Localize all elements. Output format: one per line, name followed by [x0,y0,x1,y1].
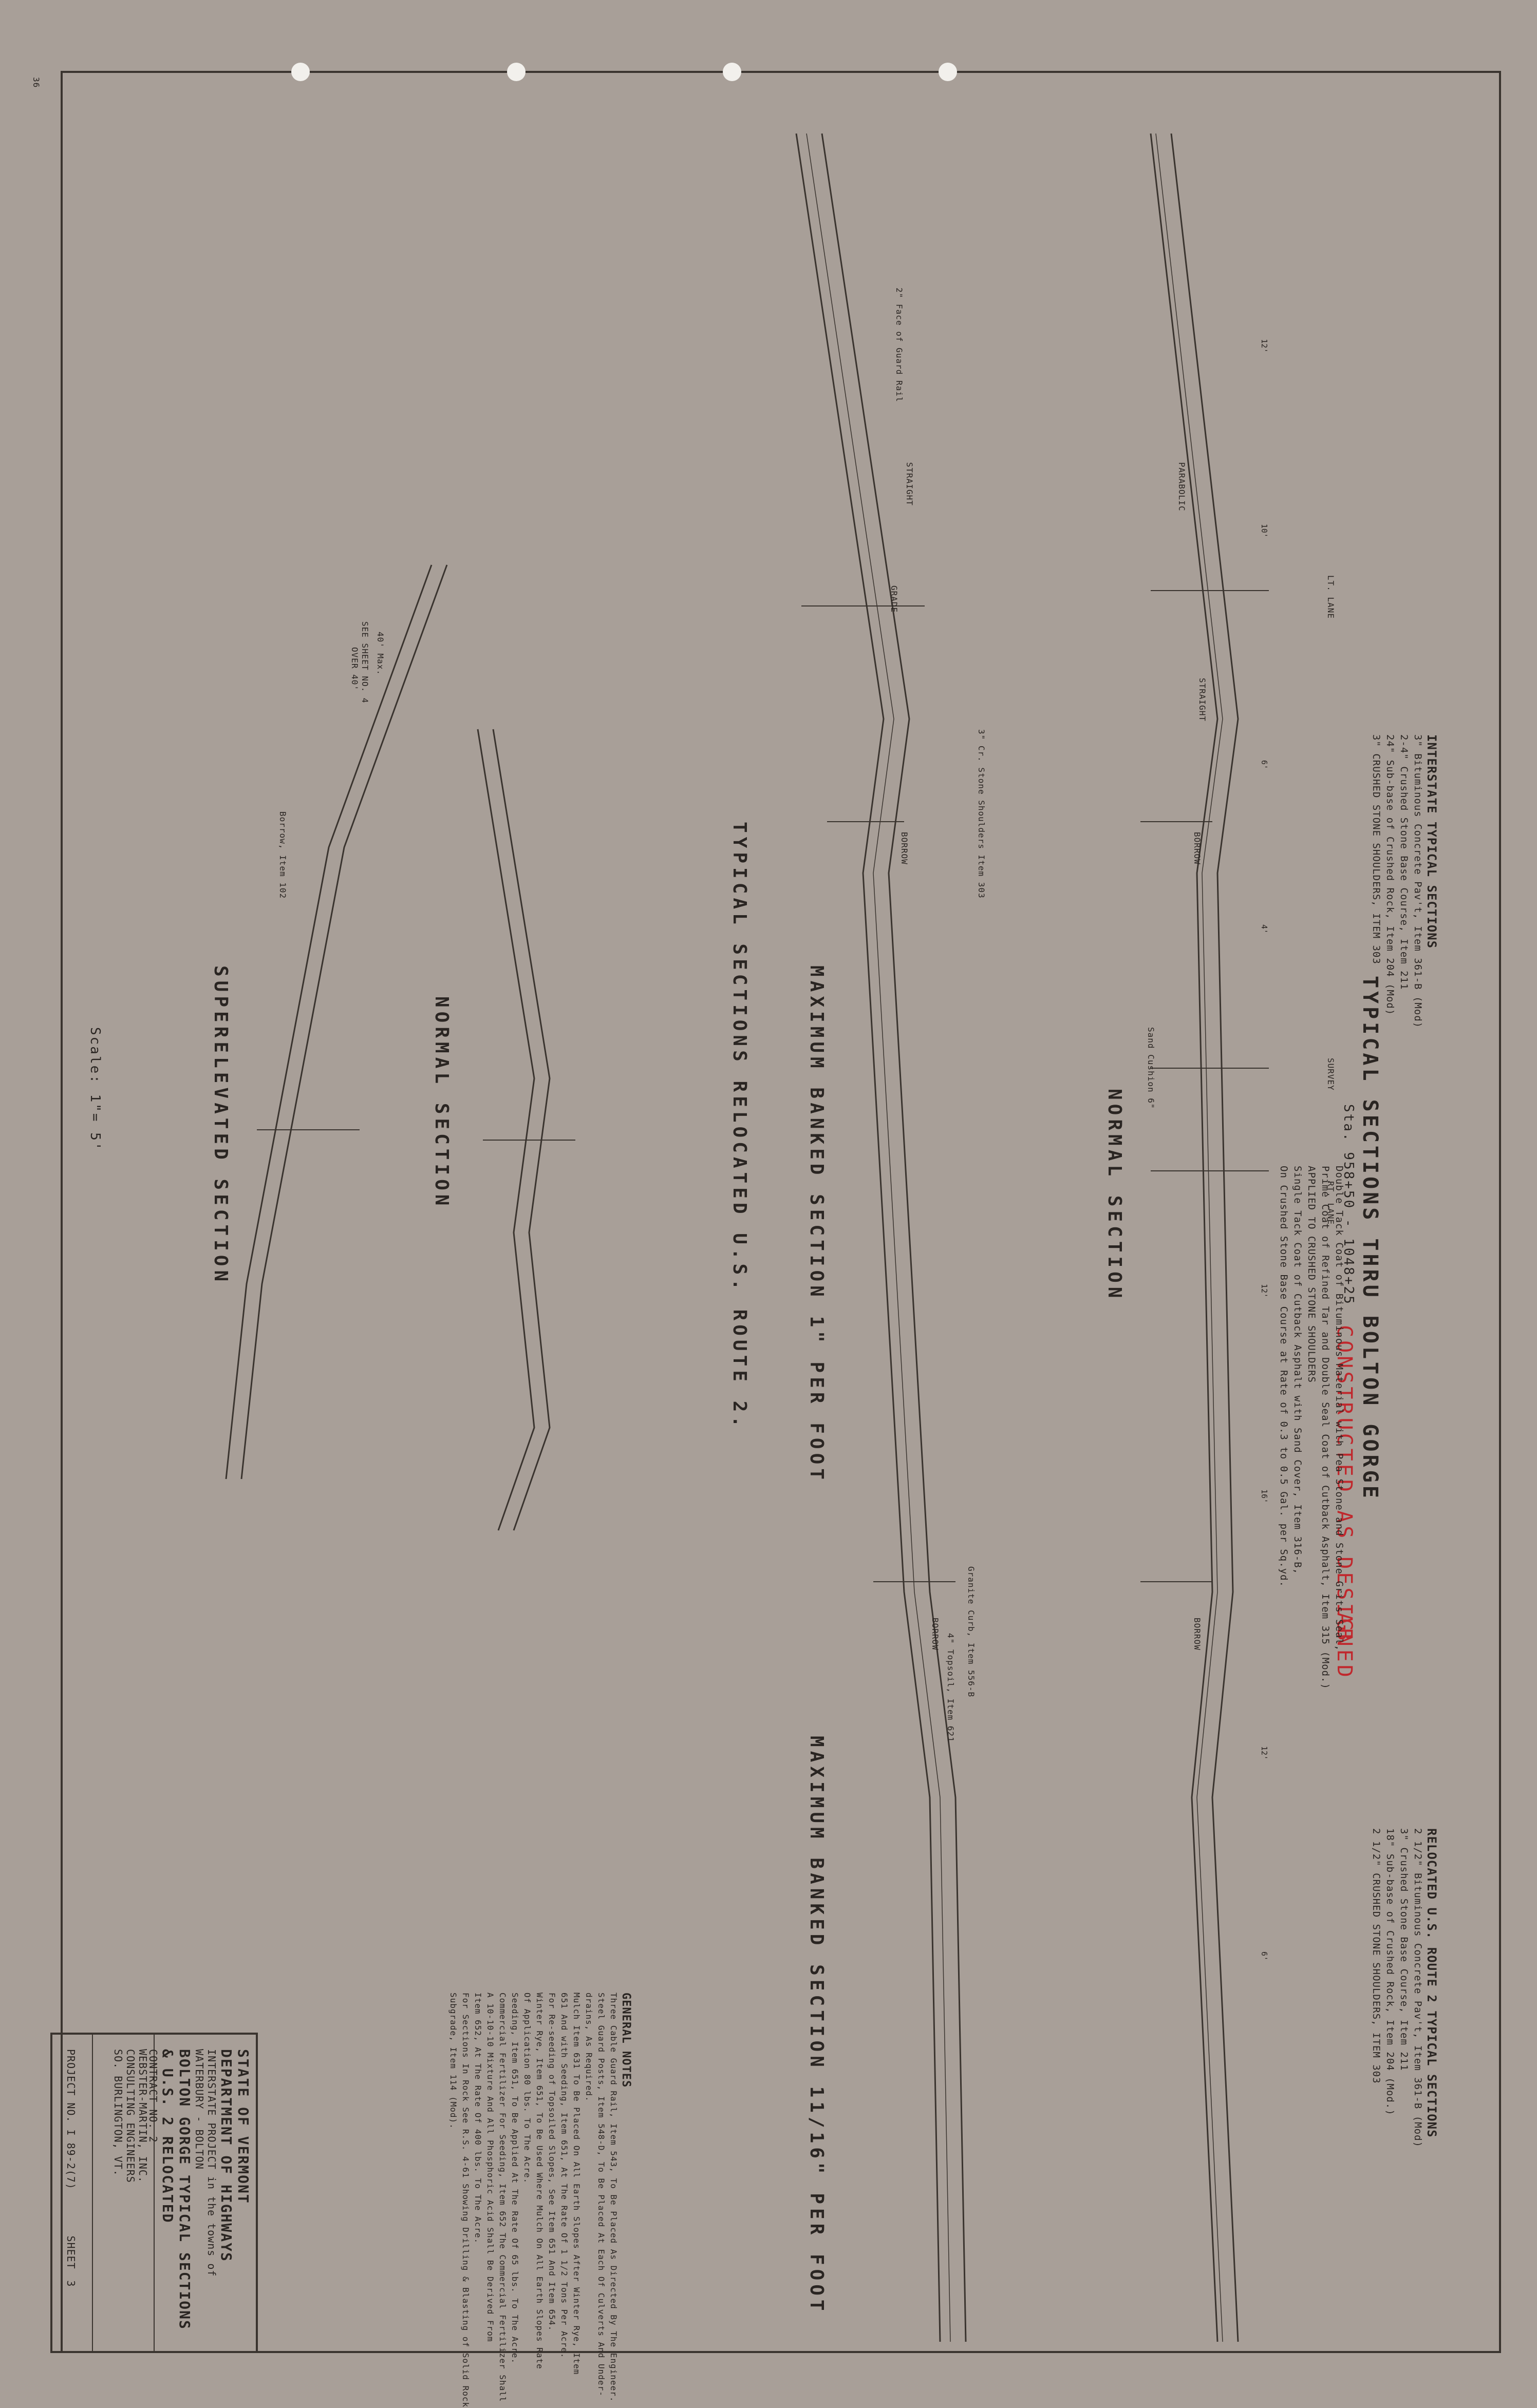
rt-lane-label: RT. LANE [1326,1181,1336,1225]
tack-line: On Crushed Stone Base Course at Rate of … [1278,1166,1289,1587]
interstate-line: 3" CRUSHED STONE SHOULDERS, ITEM 303 [1371,734,1382,964]
straight-label: STRAIGHT [905,462,914,506]
tack-line: Double Tack Coat of Bituminous Material … [1334,1166,1345,1652]
general-note-line: Item 652, At The Rate Of 400 lbs. To The… [473,1993,483,2244]
lt-lane-label: LT. LANE [1326,575,1336,619]
dim-label: 4' [1260,924,1269,934]
tb-sheet-no: 3 [65,2280,77,2287]
general-note-line: Three Cable Guard Rail, Item 543, To Be … [609,1993,618,2402]
dim-label: 12' [1260,1284,1269,1298]
us2-heading: RELOCATED U.S. ROUTE 2 TYPICAL SECTIONS [1424,1828,1439,2138]
general-note-line: For Sections In Rock See R.S. 4-61 Showi… [461,1993,471,2408]
tb-consultant: WEBSTER-MARTIN, INC. [137,2049,149,2183]
granite-curb-label: Granite Curb, Item 556-B [966,1566,976,1698]
general-note-line: A 10-10-10 Mixture And All Phosphoric Ac… [485,1993,495,2342]
max-banked-title-2: MAXIMUM BANKED SECTION 11/16" PER FOOT [806,1736,827,2315]
general-note-line: 651 And with Seeding, Item 651, At The R… [559,1993,569,2359]
general-note-line: Seeding, Item 651, To Be Applied At The … [510,1993,520,2364]
us2-line: 3" Crushed Stone Base Course, Item 211 [1398,1828,1410,2071]
see-sheet-label: SEE SHEET NO. 4 [360,621,370,704]
interstate-block: INTERSTATE TYPICAL SECTIONS 3" Bituminou… [1369,734,1439,1029]
dim-label: 6' [1260,1951,1269,1961]
dim-label: 12' [1260,1746,1269,1760]
dim-label: 10' [1260,524,1269,538]
superelevated-title: SUPERELEVATED SECTION [210,965,231,1286]
general-notes-heading: GENERAL NOTES [620,1993,632,2088]
over-40-label: OVER 40' [350,647,360,691]
tb-state: STATE OF VERMONT [235,2049,252,2204]
survey-label: SURVEY [1326,1058,1336,1091]
sheet-border [61,71,1501,2353]
dim-label: 16' [1260,1489,1269,1504]
drawing-title: TYPICAL SECTIONS THRU BOLTON GORGE [1358,976,1382,1501]
tack-line: Single Tack Coat of Cutback Asphalt with… [1292,1166,1303,1575]
us2-block: RELOCATED U.S. ROUTE 2 TYPICAL SECTIONS … [1369,1828,1439,2148]
title-block-project: PROJECT NO. I 89-2(7) SHEET 3 [65,2049,77,2287]
punch-hole [291,63,310,81]
us2-line: 18" Sub-base of Crushed Rock, Item 204 (… [1384,1828,1396,2116]
borrow-label: BORROW [1192,832,1202,865]
borrow-label: BORROW [1192,1618,1202,1651]
title-block-consultant: WEBSTER-MARTIN, INC. CONSULTING ENGINEER… [112,2049,149,2183]
parabolic-label: PARABOLIC [1177,462,1187,511]
superelevated-section-profile [225,564,448,1480]
tb-towns: WATERBURY - BOLTON [193,2049,205,2170]
tb-sheet-label: SHEET [65,2235,77,2269]
general-note-line: Mulch Item 631 To Be Placed On All Earth… [572,1993,582,2375]
us2-typical-title: TYPICAL SECTIONS RELOCATED U.S. ROUTE 2. [729,822,750,1431]
max-banked-section-profile [795,133,967,2342]
tb-project-no: PROJECT NO. I 89-2(7) [65,2049,77,2190]
punch-hole [723,63,741,81]
tack-line: Prime Coat of Refined Tar and Double Sea… [1320,1166,1331,1690]
topsoil-label: 4" Topsoil, Item 621 [946,1633,955,1742]
general-note-line: drains, As Required. [584,1993,594,2102]
tack-coat-block: Double Tack Coat of Bituminous Material … [1277,1166,1346,1690]
straight-label: STRAIGHT [1197,678,1207,722]
general-note-line: For Re-seeding of Topsoiled Slopes, See … [547,1993,557,2331]
max-40-label: 40' Max. [376,632,385,676]
punch-hole [939,63,957,81]
tack-line: APPLIED TO CRUSHED STONE SHOULDERS [1306,1166,1317,1383]
general-note-line: Commercial Fertilizer For Seeding, Item … [498,1993,508,2408]
tb-dept: DEPARTMENT OF HIGHWAYS [218,2049,235,2262]
us2-normal-section-profile [477,729,575,1531]
corner-tag: 36 [31,77,41,88]
shoulders-label: 3" Cr. Stone Shoulders Item 303 [977,729,986,899]
tb-title-2: & U.S. 2 RELOCATED [159,2049,176,2224]
dim-label: 12' [1260,339,1269,353]
general-note-line: Steel Guard Posts, Item 548-D, To Be Pla… [596,1993,606,2397]
general-notes: GENERAL NOTES Three Cable Guard Rail, It… [447,1993,632,2408]
guard-rail-label: 2" Face of Guard Rail [894,288,904,403]
interstate-line: 2-4" Crushed Stone Base Course, Item 211 [1398,734,1410,990]
tb-project: INTERSTATE PROJECT in the towns of [205,2049,218,2277]
tb-title-1: BOLTON GORGE TYPICAL SECTIONS [176,2049,193,2330]
scale-note: Scale: 1"= 5' [87,1027,103,1152]
borrow-label: BORROW [930,1618,940,1651]
normal-section-title: NORMAL SECTION [1104,1089,1125,1302]
us2-line: 2 1/2" CRUSHED STONE SHOULDERS, ITEM 303 [1371,1828,1382,2084]
dim-label: 6' [1260,760,1269,770]
max-banked-title-1: MAXIMUM BANKED SECTION 1" PER FOOT [806,965,827,1484]
punch-hole [507,63,526,81]
general-note-line: Winter Rye, Item 651, To Be Used Where M… [535,1993,545,2369]
title-block-text: STATE OF VERMONT DEPARTMENT OF HIGHWAYS … [147,2049,252,2330]
us2-line: 2 1/2" Bituminous Concrete Pav't, Item 3… [1412,1828,1423,2148]
general-note-line: Subgrade, Item 114 (Mod). [448,1993,458,2129]
borrow-item-label: Borrow, Item 102 [278,811,288,899]
normal-section-profile [1140,133,1269,2342]
tb-consultant-2: CONSULTING ENGINEERS [124,2049,137,2183]
grade-label: GRADE [889,585,899,613]
borrow-label: BORROW [899,832,909,865]
interstate-heading: INTERSTATE TYPICAL SECTIONS [1424,734,1439,949]
interstate-line: 3" Bituminous Concrete Pav't, Item 361-B… [1412,734,1423,1029]
us2-normal-title: NORMAL SECTION [431,996,452,1210]
interstate-line: 24" Sub-base of Crushed Rock, Item 204 (… [1384,734,1396,1016]
sand-cushion-label: Sand Cushion 6" [1146,1027,1156,1109]
tb-city: SO. BURLINGTON, VT. [112,2049,124,2176]
general-note-line: Of Application 80 lbs. To The Acre. [522,1993,532,2184]
